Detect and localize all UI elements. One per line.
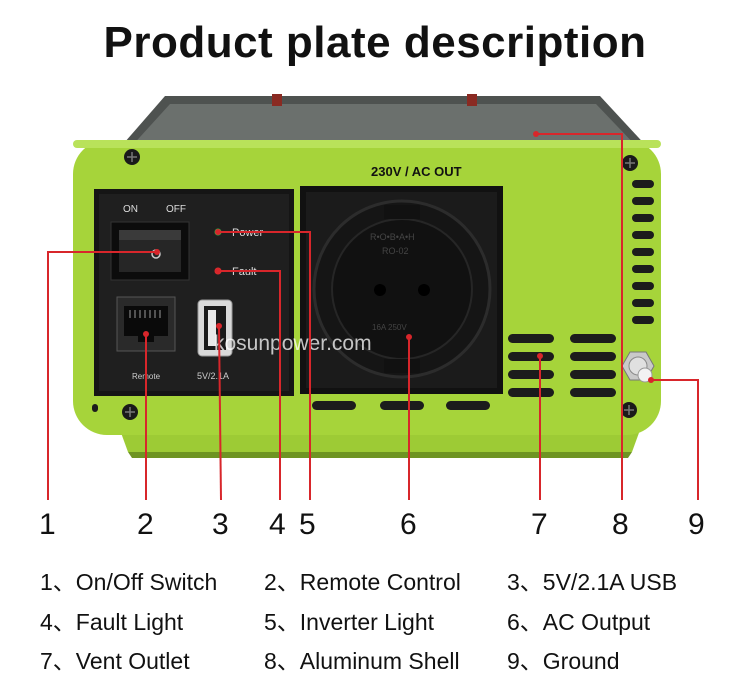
- callout-lines: [47, 133, 699, 501]
- legend-item: 4、Fault Light: [40, 609, 184, 635]
- svg-text:R•O•B•A•H: R•O•B•A•H: [370, 232, 415, 242]
- ac-out-label: 230V / AC OUT: [371, 164, 462, 179]
- callout-number-3: 3: [212, 508, 229, 541]
- switch-on-label: ON: [123, 204, 138, 215]
- legend-item: 5、Inverter Light: [264, 609, 435, 635]
- callout-number-8: 8: [612, 508, 629, 541]
- callout-number-4: 4: [269, 508, 286, 541]
- legend-item: 2、Remote Control: [264, 569, 461, 595]
- callout-number-2: 2: [137, 508, 154, 541]
- mounting-flange: [120, 430, 640, 452]
- ground-terminal: [621, 351, 655, 383]
- legend-item: 8、Aluminum Shell: [264, 648, 460, 674]
- side-vents: [632, 180, 654, 324]
- callout-number-7: 7: [531, 508, 548, 541]
- usb-label: 5V/2.1A: [197, 371, 229, 381]
- watermark: kosunpower.com: [214, 332, 372, 355]
- callout-number-6: 6: [400, 508, 417, 541]
- callout-number-5: 5: [299, 508, 316, 541]
- legend-item: 9、Ground: [507, 648, 620, 674]
- legend-item: 6、AC Output: [507, 609, 651, 635]
- svg-text:RO-02: RO-02: [382, 246, 409, 256]
- callout-number-1: 1: [39, 508, 56, 541]
- legend-item: 1、On/Off Switch: [40, 569, 218, 595]
- callout-number-9: 9: [688, 508, 705, 541]
- svg-text:16A 250V: 16A 250V: [372, 323, 407, 332]
- vent-outlet: [92, 334, 616, 412]
- inverter-illustration: ON OFF Power Fault Remote 5V/2.1A 230V /…: [47, 94, 699, 501]
- switch-off-label: OFF: [166, 204, 186, 215]
- page-title: Product plate description: [103, 18, 647, 67]
- legend-item: 3、5V/2.1A USB: [507, 569, 678, 595]
- callout-dots: [143, 131, 654, 383]
- legend-item: 7、Vent Outlet: [40, 648, 190, 674]
